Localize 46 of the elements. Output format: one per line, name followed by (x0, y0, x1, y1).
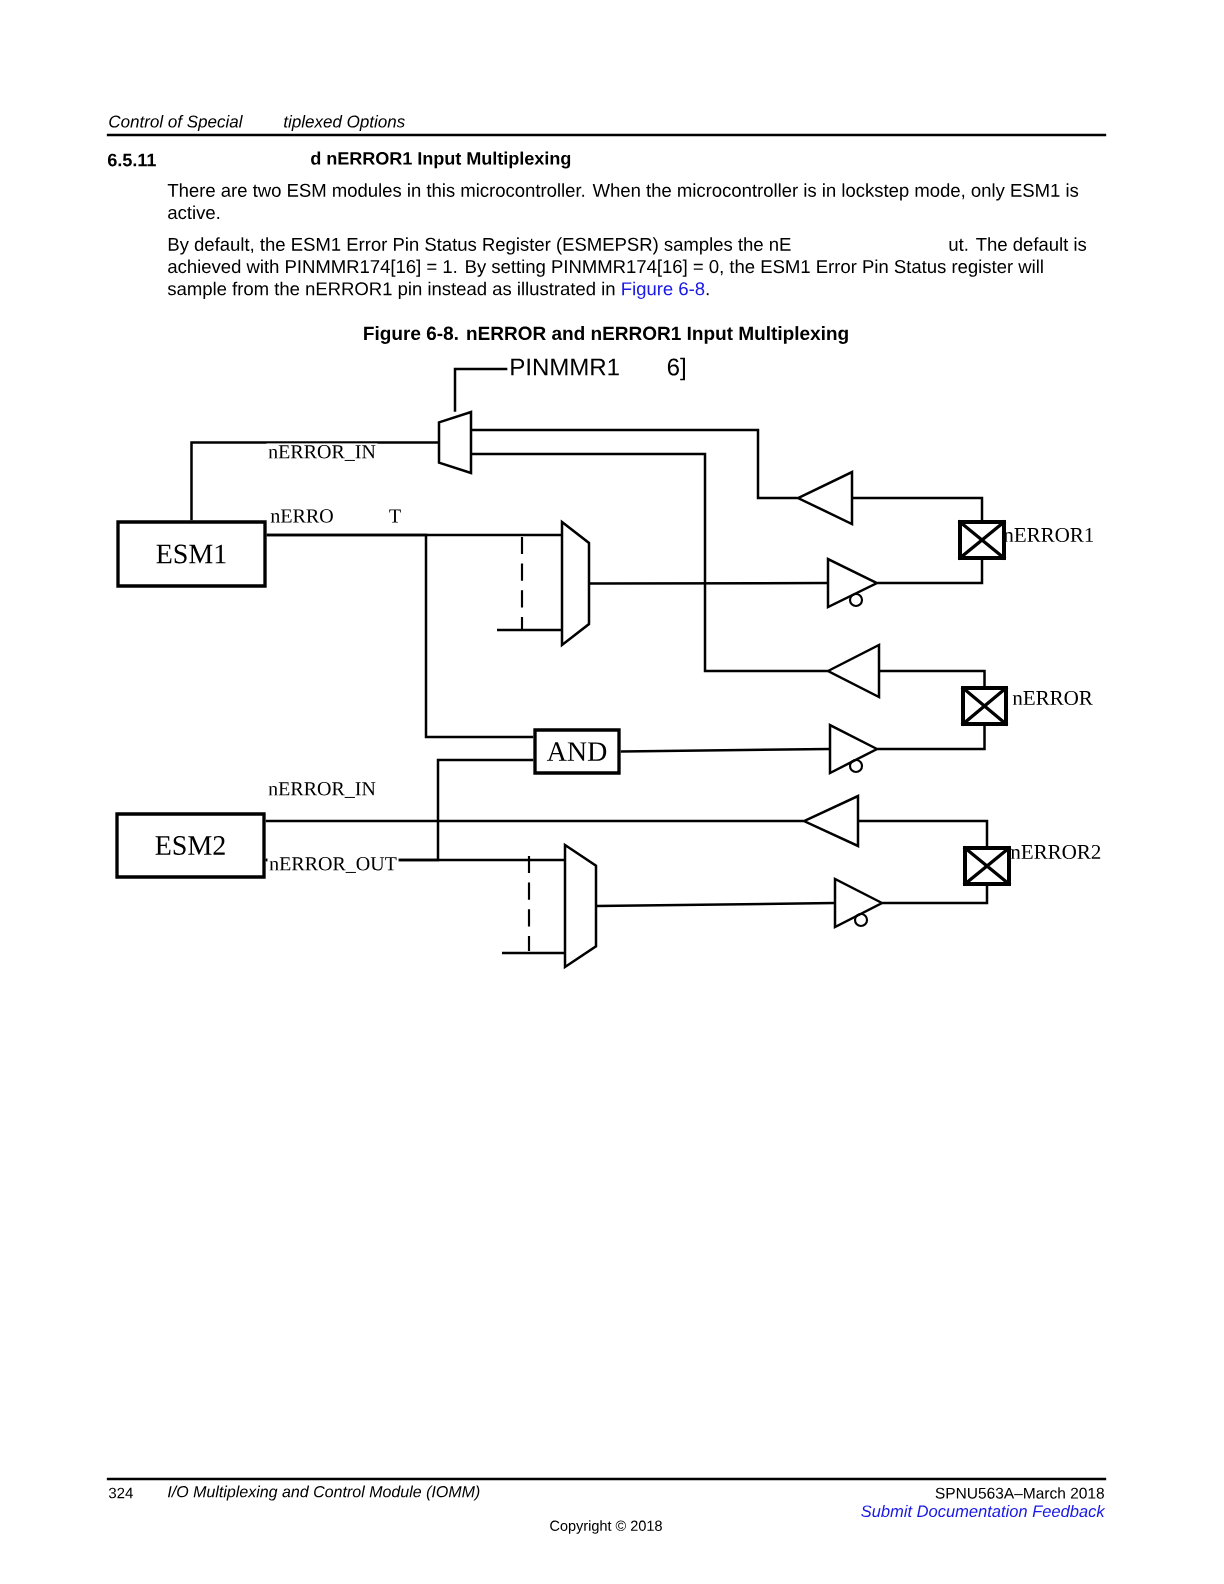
pin-label: nERROR1 (1003, 527, 1094, 543)
pin-pad-symbol (958, 520, 1006, 560)
pin-pad-symbol (963, 846, 1011, 886)
link: Submit Documentation Feedback (861, 1504, 1106, 1518)
copyright-text: Copyright © 2018 (550, 1520, 662, 1534)
edge-label: nERROR_IN (266, 443, 378, 463)
wire (190, 441, 439, 521)
wire (266, 533, 534, 739)
header-text: Control of Special (109, 115, 243, 131)
logic-gate-box: AND (533, 728, 621, 775)
edge-label: nERRO (268, 507, 336, 525)
wire (858, 819, 989, 848)
wire (471, 452, 828, 673)
footer-text: I/O Multiplexing and Control Module (IOMM) (167, 1485, 480, 1501)
module-box: ESM1 (116, 520, 267, 588)
header-text: tiplexed Options (284, 115, 405, 131)
footer-text: SPNU563A–March 2018 (935, 1487, 1104, 1499)
wire (877, 558, 984, 585)
multiplexer-symbol (437, 410, 473, 475)
wire (453, 367, 508, 412)
wire (620, 747, 830, 753)
pin-pad-symbol (961, 686, 1008, 726)
signal-label: PINMMR1 6] (511, 357, 685, 381)
wire (502, 951, 565, 955)
wire (471, 428, 798, 500)
signal-label: T (389, 509, 401, 523)
wire (589, 581, 828, 585)
figure-title: Figure 6-8. nERROR and nERROR1 Input Multiplexing (364, 326, 848, 344)
link: Figure 6-8 (622, 281, 705, 299)
section-heading: d nERROR1 Input Multiplexing (311, 151, 571, 169)
pin-label: nERROR (1012, 690, 1093, 706)
wire (879, 669, 986, 688)
wire (596, 901, 835, 908)
wire (497, 628, 562, 632)
pin-label: nERROR2 (1010, 844, 1101, 860)
edge-label: nERROR_IN (266, 780, 378, 800)
section-number: 6.5.11 (108, 153, 156, 167)
page-number: 324 (108, 1487, 133, 1499)
wire (882, 884, 989, 905)
edge-label: nERROR_OUT (267, 855, 399, 875)
wire (877, 724, 986, 751)
wire (265, 819, 804, 823)
body-paragraph: By default, the ESM1 Error Pin Status Register (ESMEPSR) samples the nE ut. The default is achieved with PINMMR174[16] = 1. By setting PINMMR174[16] = 0, the ESM1 Error Pin Status register will sample from the nERROR1 pin instead as illustrated in Figure 6-8. (167, 237, 1087, 299)
wire (852, 496, 984, 522)
body-paragraph: There are two ESM modules in this microcontroller. When the microcontroller is in lockstep mode, only ESM1 is active. (167, 183, 1079, 220)
module-box: ESM2 (115, 812, 266, 879)
